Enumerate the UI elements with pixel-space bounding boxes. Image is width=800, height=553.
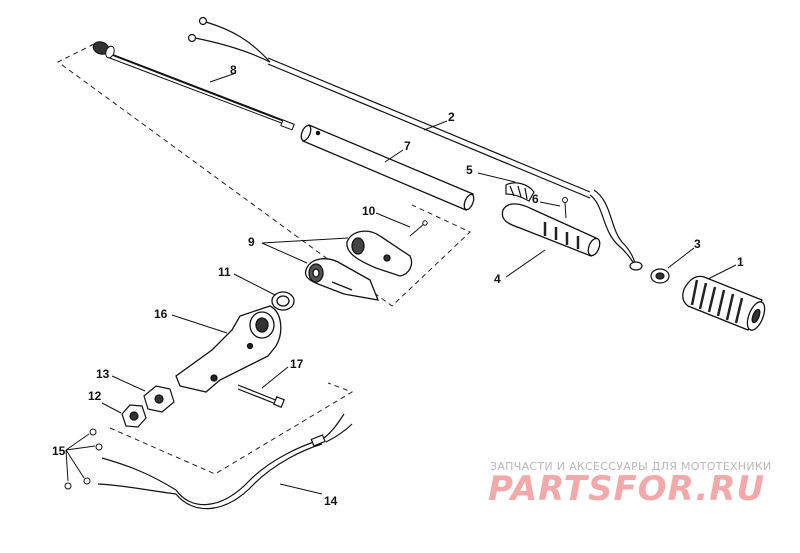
- callout-7: 7: [404, 139, 411, 153]
- callout-2: 2: [448, 110, 455, 124]
- callout-14: 14: [324, 494, 338, 508]
- part-6-screw: [562, 197, 568, 219]
- callout-12: 12: [88, 389, 102, 403]
- leader-lines: [65, 72, 737, 495]
- callout-10: 10: [362, 204, 376, 218]
- callout-9: 9: [248, 235, 255, 249]
- callout-1: 1: [737, 255, 744, 269]
- part-10-screw: [409, 220, 428, 237]
- callout-5: 5: [466, 163, 473, 177]
- callout-6: 6: [532, 192, 539, 206]
- part-11-washer: [271, 291, 295, 311]
- callout-17: 17: [290, 357, 304, 371]
- part-13-nut: [143, 385, 175, 413]
- part-2-wire-harness: [187, 16, 643, 271]
- part-15-terminals: [64, 428, 103, 490]
- callout-16: 16: [154, 307, 168, 321]
- part-16-bracket: [175, 305, 282, 393]
- callout-13: 13: [96, 367, 110, 381]
- dashed-boundary-lower: [109, 382, 354, 475]
- callout-11: 11: [218, 265, 231, 279]
- part-17-bolt: [237, 384, 285, 408]
- part-9-housing: [304, 230, 413, 301]
- watermark-tagline: ЗАПЧАСТИ И АКСЕССУАРЫ ДЛЯ МОТОТЕХНИКИ: [490, 460, 772, 473]
- part-5-sleeve: [505, 182, 535, 202]
- part-1-grip: [682, 275, 766, 331]
- part-4-throttle-tube: [501, 203, 601, 257]
- callout-15: 15: [52, 444, 66, 458]
- callout-numbers: 1 2 3 4 5 6 7 8 9 10 11 12 13 14 15 16 1…: [52, 63, 744, 508]
- part-14-cable-harness: [97, 413, 353, 510]
- callout-3: 3: [694, 237, 701, 251]
- callout-8: 8: [230, 63, 237, 77]
- part-3-bushing: [650, 268, 670, 284]
- dashed-boundary-upper: [57, 43, 471, 307]
- part-12-nut: [121, 404, 147, 428]
- part-7-tube: [300, 124, 475, 211]
- watermark: ЗАПЧАСТИ И АКСЕССУАРЫ ДЛЯ МОТОТЕХНИКИ PA…: [488, 460, 772, 509]
- part-8-rod: [92, 41, 295, 131]
- watermark-logo: PARTSFOR.RU: [488, 469, 765, 509]
- callout-4: 4: [494, 272, 501, 286]
